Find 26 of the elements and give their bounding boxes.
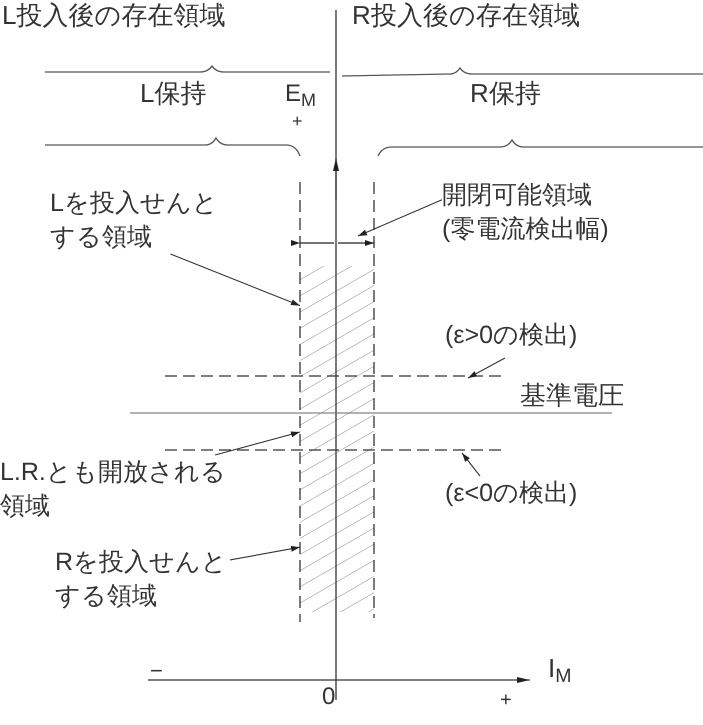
axis-label: I$_{M}$ (548, 655, 572, 681)
leader-line (170, 253, 300, 306)
hatched-region (300, 450, 374, 612)
leader-line (358, 199, 442, 236)
leader-line (214, 431, 300, 456)
axis-label: L投入後の存在領域 (2, 2, 226, 28)
annotation-text: Rを投入せんとする領域 (55, 545, 230, 613)
axis-label: + (292, 112, 303, 130)
hatched-region (300, 376, 374, 450)
axis-label: 基準電圧 (520, 382, 624, 408)
axis-label: E$_{M}$ (285, 82, 316, 106)
annotation-text: (ε<0の検出) (445, 476, 695, 510)
axis-label: R保持 (470, 80, 541, 106)
leader-line (230, 546, 300, 560)
annotation-text: 開閉可能領域(零電流検出幅) (442, 178, 614, 246)
annotation-text: (ε>0の検出) (445, 318, 695, 352)
axis-label: − (150, 660, 163, 682)
axis-label: R投入後の存在領域 (352, 2, 580, 28)
leader-line (468, 358, 506, 378)
annotation-text: Lを投入せんとする領域 (50, 186, 222, 254)
axis-label: L保持 (140, 80, 206, 106)
annotation-text: L.R.とも開放される領域 (0, 455, 232, 523)
leader-line (462, 452, 480, 476)
hatched-region (300, 266, 374, 376)
axis-label: + (500, 690, 512, 710)
axis-label: 0 (322, 685, 336, 709)
